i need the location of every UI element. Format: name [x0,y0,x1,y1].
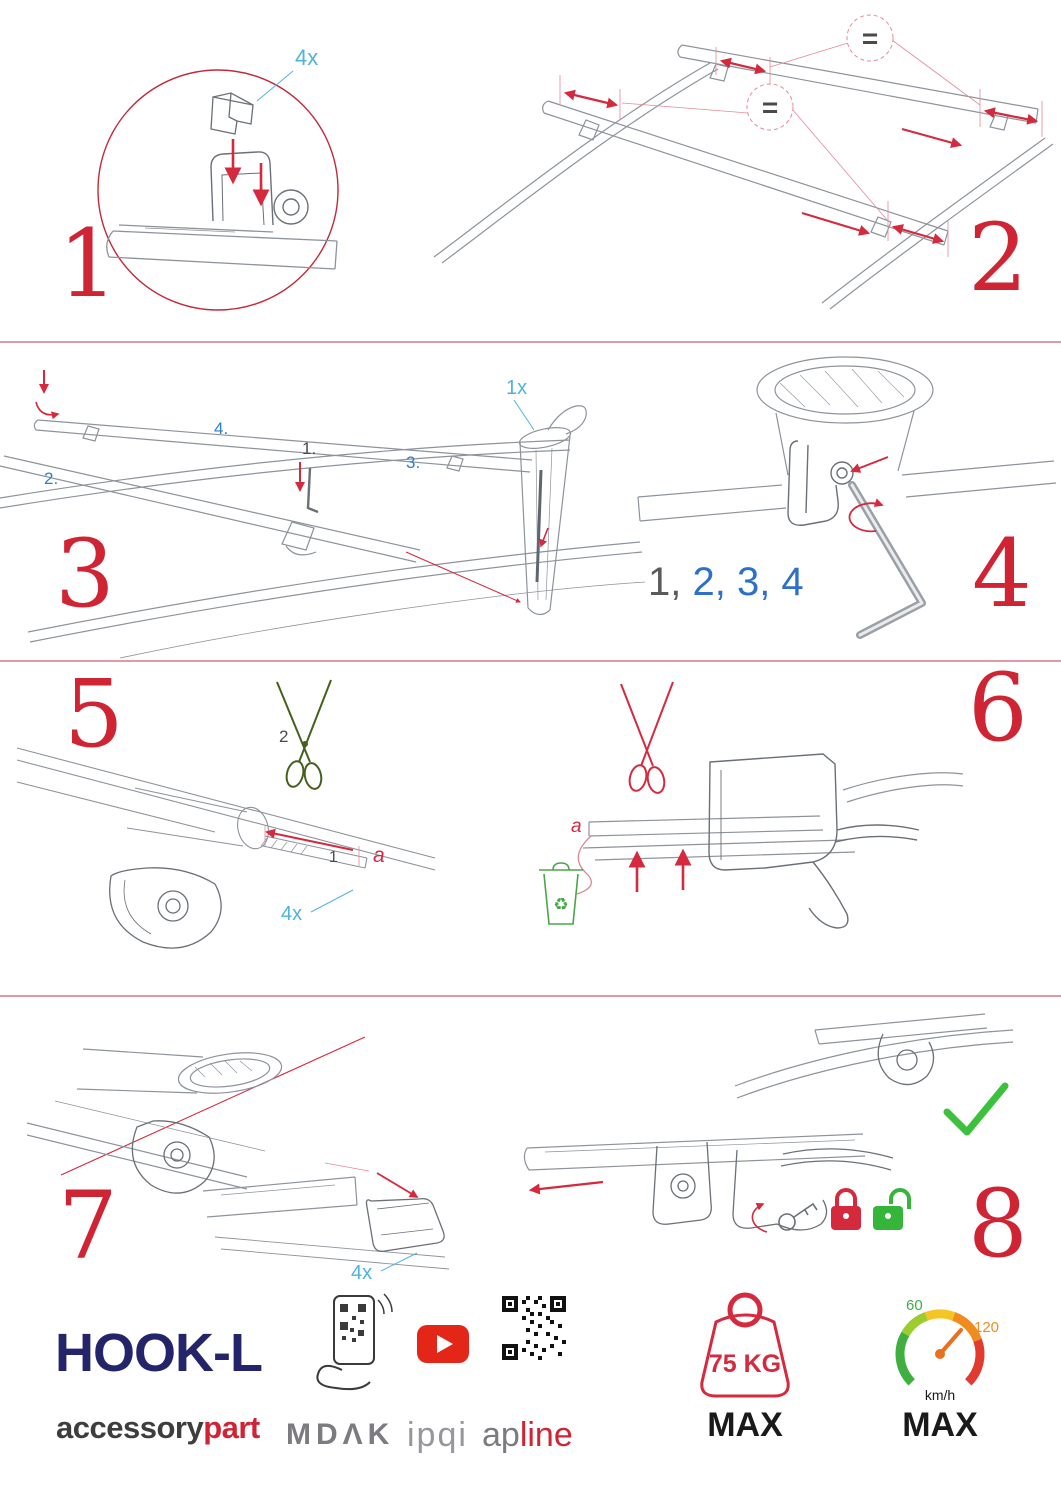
step3-number: 3 [55,520,115,629]
weight-limit-icon: 75 KG [700,1292,790,1398]
allen-key-icon [848,481,926,639]
section-divider [0,995,1061,997]
substep-2-label: 2. [44,469,58,488]
scissors-icon [620,681,674,794]
step3-qty-label: 1x [506,377,527,399]
equal-sign: = [862,23,878,54]
substep-1-label: 1. [302,439,316,458]
play-icon [437,1335,453,1353]
substep-4-label: 4. [214,419,228,438]
brand-logo: accessorypart [56,1412,260,1443]
spacing-arrows [563,57,1039,244]
hook-clamp [708,753,920,929]
step2-illustration: = = [433,14,1054,310]
rotate-arrow [751,1202,768,1233]
weight-max-label: MAX [707,1406,783,1444]
speed-limit-icon: 60 120 km/h [895,1297,999,1403]
step5-label-1: 1 [329,849,338,866]
key-icon [778,1202,818,1231]
step2-number: 2 [968,204,1028,313]
step1-qty-label: 4x [295,45,318,70]
qr-code [502,1296,566,1360]
step1-number: 1 [58,210,118,319]
mounting-foot [109,867,222,949]
unlocked-padlock-icon [873,1188,911,1230]
brand-accessory: accessory [56,1410,204,1445]
step4-number: 4 [972,520,1032,629]
weight-value: 75 KG [709,1350,781,1378]
scissors-icon [276,679,332,790]
tool-sleeve [518,405,587,616]
step8-number: 8 [968,1170,1028,1279]
equal-sign: = [762,92,778,123]
magnifier-circle [97,69,339,311]
logo-apline-gray: ap [482,1416,520,1454]
rotate-arrow [848,498,884,533]
section-divider [0,341,1061,343]
allen-key-icon [306,467,319,514]
locked-padlock-icon [831,1188,861,1230]
gauge-needle [938,1328,963,1356]
step4-illustration: 1, 2, 3, 4 [637,356,1057,639]
tighten-sequence-label: 1, 2, 3, 4 [648,560,804,604]
step5-label-a: a [373,844,385,867]
brand-part: part [203,1410,260,1445]
speed-unit-label: km/h [925,1387,955,1403]
end-cap-piece [365,1197,445,1252]
step5-qty-label: 4x [281,903,302,925]
checkmark-icon [943,1082,1009,1136]
speed-max-label: MAX [902,1406,978,1444]
step7-qty-label: 4x [351,1262,372,1284]
mounting-foot [131,1120,215,1194]
logo-mdak: MDΛK [286,1418,395,1451]
step6-label-a: a [571,816,582,837]
youtube-icon [417,1325,469,1363]
clamp-hook [787,440,854,526]
phone-qr-icon [316,1293,393,1391]
step7-illustration: 4x [26,1036,450,1284]
step6-number: 6 [968,654,1028,763]
insert-arrows [224,139,270,207]
logo-apline-red: line [519,1416,573,1454]
speed-high-label: 120 [974,1319,999,1336]
rubber-pad-piece [210,92,254,135]
step8-illustration [523,1013,1014,1233]
step5-illustration: 2 1 a 4x [16,679,436,949]
speed-low-label: 60 [906,1297,923,1314]
logo-ipqi: ipqi [407,1416,468,1454]
step1-illustration: 4x [97,45,339,311]
trash-bin-icon [539,862,583,925]
step3-illustration: 1. 2. 3. 4. 1x [0,370,645,659]
push-arrows [628,848,692,892]
section-divider [0,660,1061,662]
step5-label-2: 2 [279,727,288,746]
step6-illustration: ♻ a [539,681,964,929]
step7-number: 7 [58,1172,118,1281]
step5-number: 5 [64,660,124,769]
substep-3-label: 3. [406,453,420,472]
logo-apline: apline [482,1418,573,1452]
product-name: HOOK-L [55,1323,263,1383]
recycle-icon: ♻ [553,895,568,914]
